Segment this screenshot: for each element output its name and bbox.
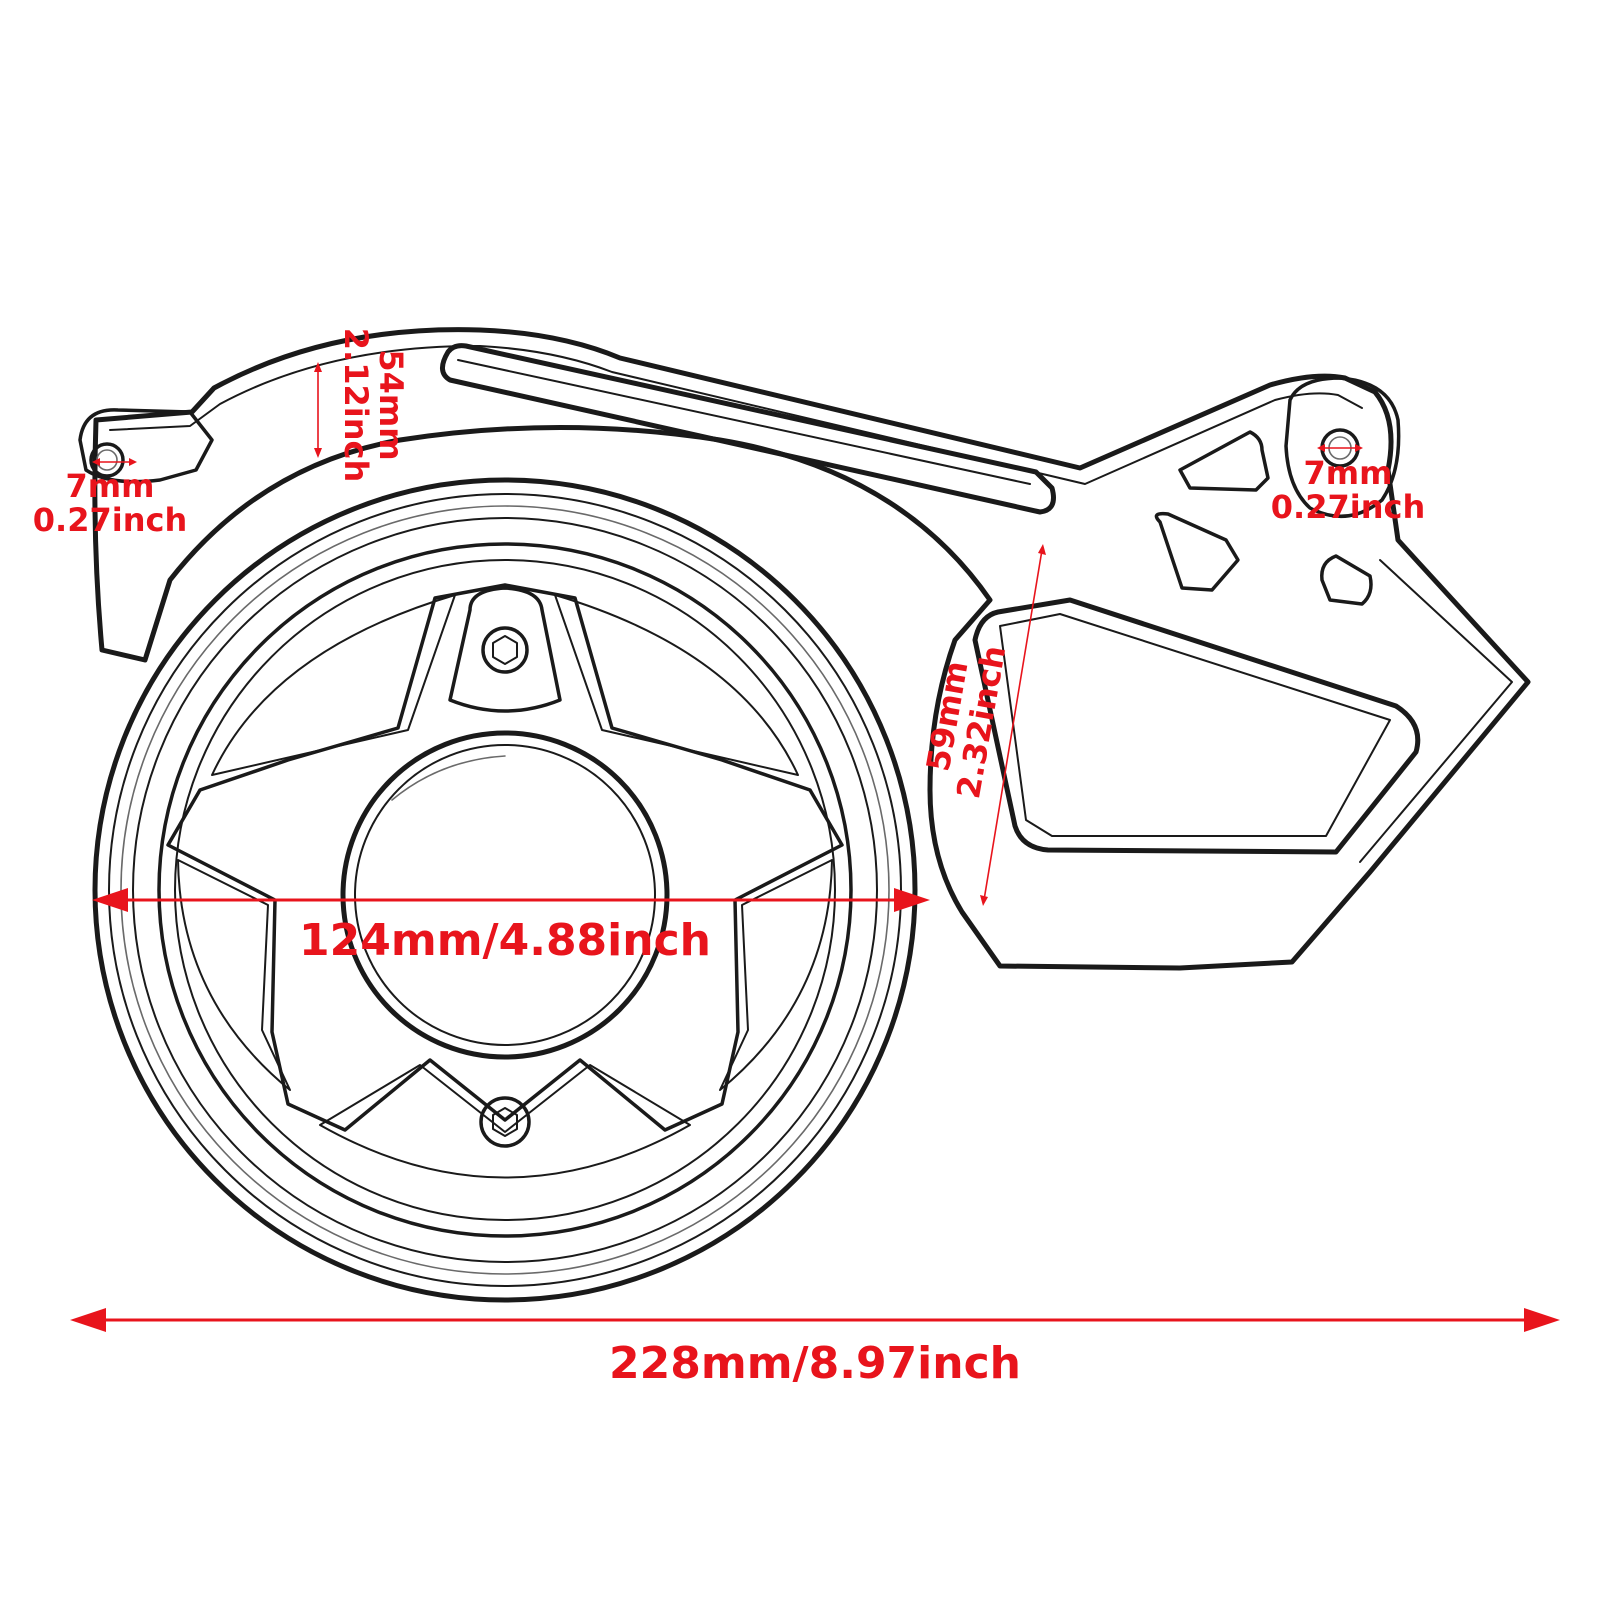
dim-right-height: 59mm 2.32inch [919,544,1046,906]
dim-top-height-inch: 2.12inch [337,328,375,482]
top-bolt [448,586,562,713]
dim-disc-diameter: 124mm/4.88inch [92,888,930,966]
dim-hole-right: 7mm 0.27inch [1271,444,1425,526]
dim-hole-left-mm: 7mm [66,467,155,505]
top-slot [440,343,1056,515]
dim-disc-diameter-text: 124mm/4.88inch [299,915,711,966]
window-cutout [972,597,1421,855]
dim-overall-length-text: 228mm/8.97inch [609,1338,1021,1389]
center-hub [340,730,670,1060]
dim-overall-length: 228mm/8.97inch [70,1308,1560,1389]
dim-hole-left-inch: 0.27inch [33,501,187,539]
sprocket-disc [92,477,918,1303]
left-mount-hole [89,442,125,478]
dim-hole-right-mm: 7mm [1304,454,1393,492]
cover-outline [92,327,1531,971]
spoke-star [166,583,844,1179]
dim-top-height: 54mm 2.12inch [314,328,410,482]
dim-hole-right-inch: 0.27inch [1271,488,1425,526]
dim-hole-left: 7mm 0.27inch [33,458,187,539]
dim-top-height-mm: 54mm [372,349,410,460]
right-cutouts [1154,430,1373,606]
bottom-bolt [479,1096,531,1148]
